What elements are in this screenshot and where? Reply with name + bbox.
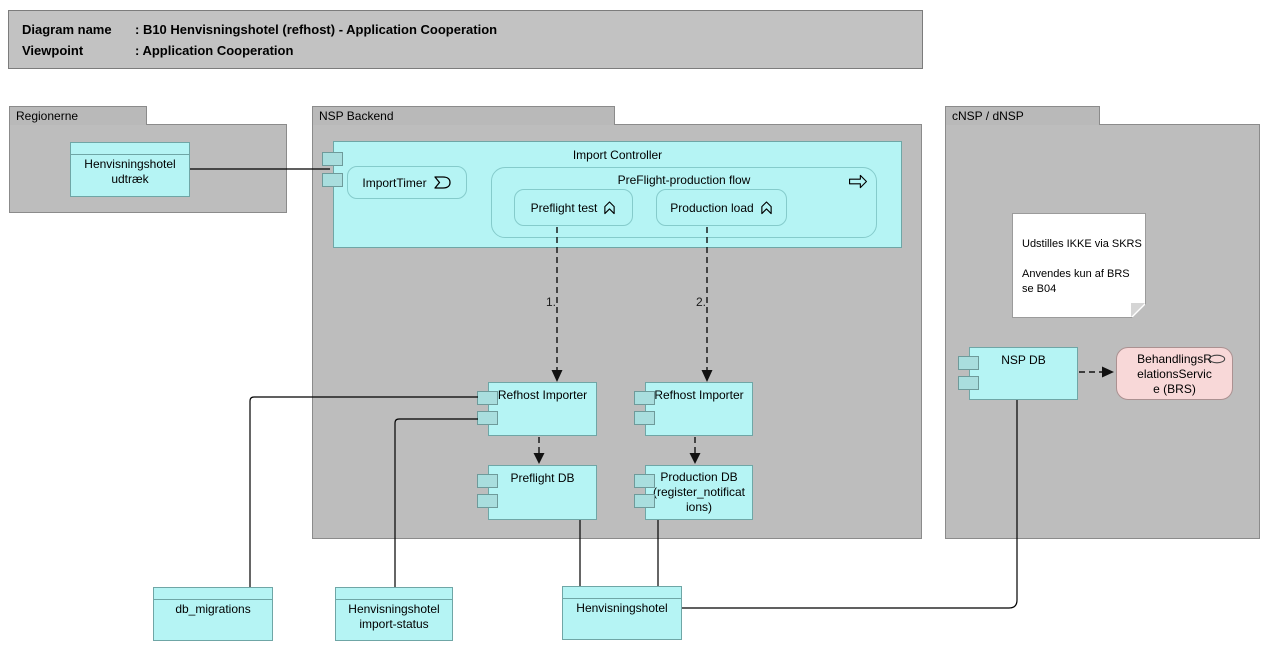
component-port-icon: [958, 376, 979, 390]
note-text: Udstilles IKKE via SKRS Anvendes kun af …: [1022, 238, 1142, 295]
node-henvisningshotel[interactable]: Henvisningshotel: [562, 586, 682, 640]
node-label: ImportTimer: [362, 175, 427, 190]
data-object-band: [71, 143, 189, 155]
node-label: Henvisningshotel udtræk: [84, 157, 176, 186]
event-icon: [433, 176, 452, 189]
process-arrow-icon: [848, 174, 868, 189]
component-port-icon: [477, 391, 498, 405]
group-tab-cnsp-dnsp[interactable]: cNSP / dNSP: [945, 106, 1100, 125]
component-port-icon: [477, 494, 498, 508]
title-row-diagram-name: Diagram name : B10 Henvisningshotel (ref…: [22, 19, 912, 40]
component-port-icon: [477, 411, 498, 425]
node-db-migrations[interactable]: db_migrations: [153, 587, 273, 641]
diagram-name-value: : B10 Henvisningshotel (refhost) - Appli…: [135, 22, 498, 37]
group-label-cnsp-dnsp: cNSP / dNSP: [952, 109, 1024, 123]
node-label: Henvisningshotel import-status: [348, 602, 440, 631]
node-label: PreFlight-production flow: [617, 173, 751, 187]
node-label: Refhost Importer: [654, 388, 744, 402]
component-port-icon: [477, 474, 498, 488]
node-import-timer[interactable]: ImportTimer: [347, 166, 467, 199]
node-refhost-importer-preflight[interactable]: Refhost Importer: [477, 382, 597, 436]
component-port-icon: [634, 494, 655, 508]
group-tab-nsp-backend[interactable]: NSP Backend: [312, 106, 615, 125]
group-label-regionerne: Regionerne: [16, 109, 79, 123]
node-label: Preflight DB: [510, 471, 575, 485]
component-port-icon: [634, 474, 655, 488]
node-label: Refhost Importer: [497, 388, 588, 402]
node-label: db_migrations: [175, 602, 251, 616]
component-port-icon: [322, 173, 343, 187]
service-icon: [1208, 354, 1226, 364]
title-row-viewpoint: Viewpoint : Application Cooperation: [22, 40, 912, 61]
function-icon: [603, 200, 616, 215]
node-nsp-db[interactable]: NSP DB: [958, 347, 1078, 400]
viewpoint-label: Viewpoint: [22, 43, 84, 58]
group-label-nsp-backend: NSP Backend: [319, 109, 394, 123]
node-label: NSP DB: [1001, 353, 1046, 367]
node-refhost-importer-production[interactable]: Refhost Importer: [634, 382, 753, 436]
data-object-band: [154, 588, 272, 600]
component-port-icon: [634, 411, 655, 425]
node-label: Import Controller: [572, 148, 663, 162]
group-tab-regionerne[interactable]: Regionerne: [9, 106, 147, 125]
diagram-name-label: Diagram name: [22, 22, 112, 37]
node-label: BehandlingsR elationsServic e (BRS): [1137, 352, 1212, 396]
node-label: Henvisningshotel: [576, 601, 668, 615]
node-label: Preflight test: [530, 200, 598, 215]
node-brs-service[interactable]: BehandlingsR elationsServic e (BRS): [1116, 347, 1233, 400]
data-object-band: [336, 588, 452, 600]
component-port-icon: [322, 152, 343, 166]
viewpoint-value: : Application Cooperation: [135, 43, 294, 58]
node-henvisningshotel-udtraek[interactable]: Henvisningshotel udtræk: [70, 142, 190, 197]
component-port-icon: [958, 356, 979, 370]
node-production-db[interactable]: Production DB (register_notificat ions): [634, 465, 753, 520]
data-object-band: [563, 587, 681, 599]
node-henvisningshotel-import-status[interactable]: Henvisningshotel import-status: [335, 587, 453, 641]
title-block: Diagram name : B10 Henvisningshotel (ref…: [8, 10, 923, 69]
node-label: Production load: [670, 200, 754, 215]
node-production-load[interactable]: Production load: [656, 189, 787, 226]
note-udstilles-ikke[interactable]: Udstilles IKKE via SKRS Anvendes kun af …: [1012, 213, 1146, 318]
node-preflight-db[interactable]: Preflight DB: [477, 465, 597, 520]
node-label: Production DB (register_notificat ions): [652, 470, 746, 514]
group-body-cnsp-dnsp[interactable]: [945, 124, 1260, 539]
function-icon: [760, 200, 773, 215]
node-preflight-test[interactable]: Preflight test: [514, 189, 633, 226]
component-port-icon: [634, 391, 655, 405]
